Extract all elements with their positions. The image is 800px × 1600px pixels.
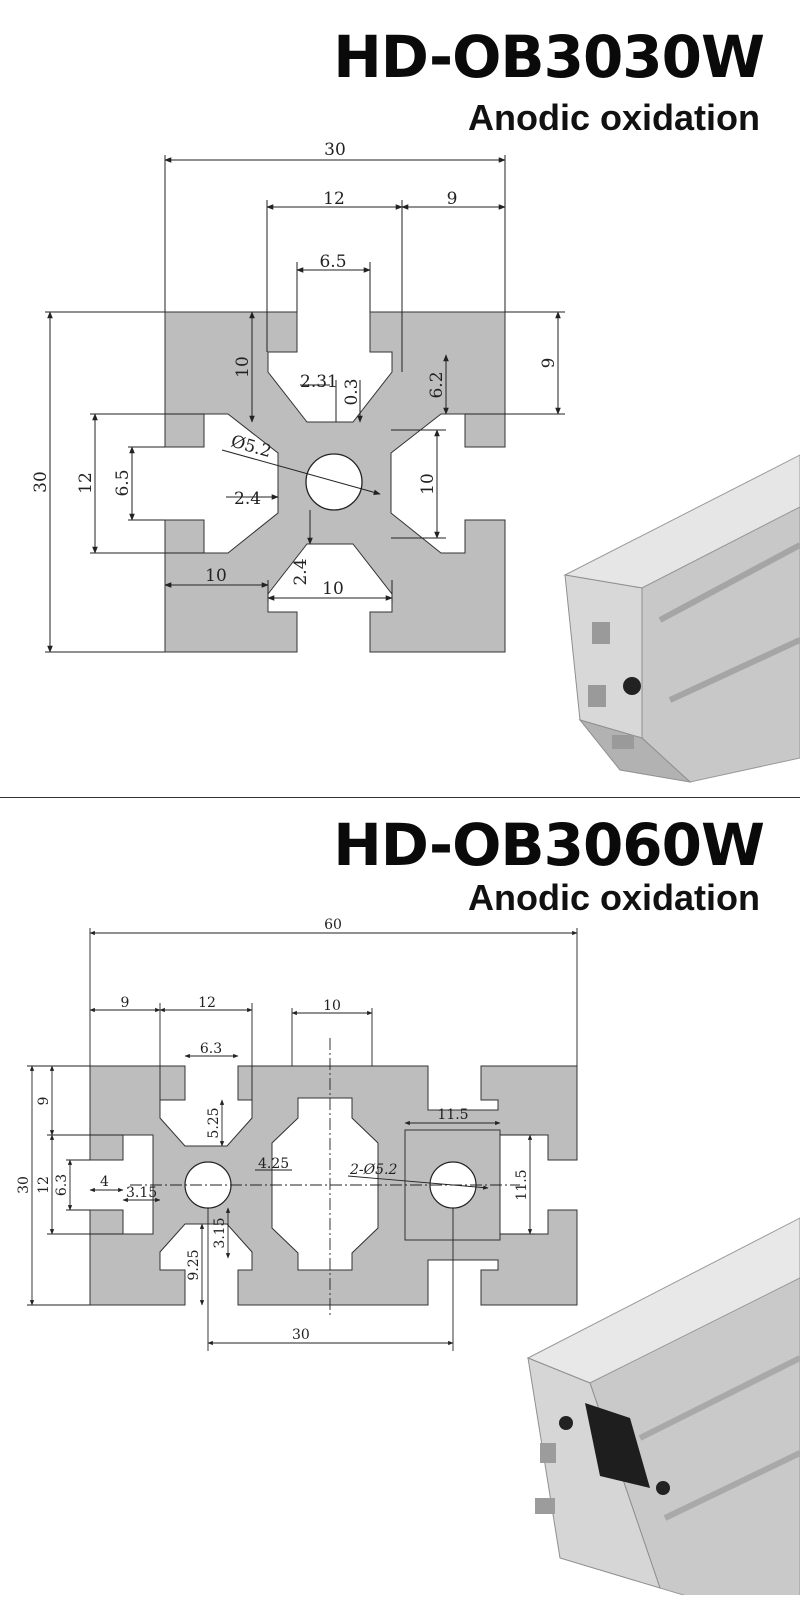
dim-right-opening: 11.5 bbox=[514, 1169, 530, 1200]
dim-web-left: 2.4 bbox=[234, 489, 261, 509]
dim-left-slot-depth: 4 bbox=[100, 1174, 109, 1190]
dim-right-slot: 11.5 bbox=[437, 1107, 468, 1123]
dim-left-span: 12 bbox=[76, 472, 96, 494]
dim-slot-depth: 5.25 bbox=[206, 1107, 222, 1138]
dim-left-opening: 6.3 bbox=[54, 1174, 70, 1196]
dim-lip-thickness: 2.31 bbox=[300, 372, 338, 392]
dim-left-span: 12 bbox=[36, 1176, 52, 1194]
dim-hole-spacing: 30 bbox=[292, 1327, 310, 1343]
dim-side-depth: 9 bbox=[36, 1097, 52, 1106]
dim-bottom-wall: 3.15 bbox=[212, 1217, 228, 1248]
center-bore-3030 bbox=[305, 453, 363, 511]
dim-groove-depth: 0.3 bbox=[342, 378, 362, 405]
finish-subtitle: Anodic oxidation bbox=[468, 97, 760, 138]
dim-edge-to-slot: 9 bbox=[447, 189, 458, 209]
dim-center-opening: 10 bbox=[323, 998, 341, 1014]
section-divider bbox=[0, 797, 800, 798]
dim-wall: 4.25 bbox=[258, 1156, 289, 1172]
model-title: HD-OB3060W bbox=[333, 811, 765, 879]
dim-slot-span: 12 bbox=[323, 189, 345, 209]
cross-section-3060 bbox=[89, 1065, 578, 1306]
dim-slot-span: 12 bbox=[198, 995, 216, 1011]
profile-drawing-3060: 60 9 12 10 6.3 11.5 4.25 2-Ø5.2 4 3.15 3… bbox=[16, 917, 800, 1595]
dim-bores: 2-Ø5.2 bbox=[349, 1162, 397, 1178]
dim-overall-height: 30 bbox=[31, 471, 51, 493]
dim-bottom-depth: 9.25 bbox=[186, 1249, 202, 1280]
dim-web-bottom: 2.4 bbox=[291, 558, 311, 585]
profile-panel-3030: HD-OB3030W Anodic oxidation bbox=[0, 0, 800, 797]
profile-render-3030 bbox=[563, 454, 800, 783]
dim-bottom-mid: 10 bbox=[322, 579, 344, 599]
profile-drawing-3030: 30 12 9 6.5 2.31 Ø5.2 2.4 10 10 30 12 6.… bbox=[31, 140, 800, 783]
finish-subtitle: Anodic oxidation bbox=[468, 877, 760, 918]
dim-inner-depth: 6.2 bbox=[427, 371, 447, 398]
dim-overall-width: 60 bbox=[324, 917, 342, 933]
dim-slot-depth: 10 bbox=[233, 356, 253, 378]
dim-slot-opening: 6.3 bbox=[200, 1041, 222, 1057]
model-title: HD-OB3030W bbox=[333, 23, 765, 91]
dim-overall-width: 30 bbox=[324, 140, 346, 160]
profile-render-3060 bbox=[526, 1217, 800, 1595]
dim-edge-to-slot: 9 bbox=[121, 995, 130, 1011]
dim-slot-opening: 6.5 bbox=[319, 252, 346, 272]
profile-panel-3060: HD-OB3060W Anodic oxidation bbox=[0, 798, 800, 1595]
dim-left-opening: 6.5 bbox=[113, 469, 133, 496]
dim-overall-height: 30 bbox=[16, 1176, 32, 1194]
dim-bottom-left: 10 bbox=[205, 566, 227, 586]
dim-left-wall: 3.15 bbox=[126, 1185, 157, 1201]
dim-side-depth: 9 bbox=[539, 358, 559, 369]
dim-right-depth: 10 bbox=[418, 473, 438, 495]
